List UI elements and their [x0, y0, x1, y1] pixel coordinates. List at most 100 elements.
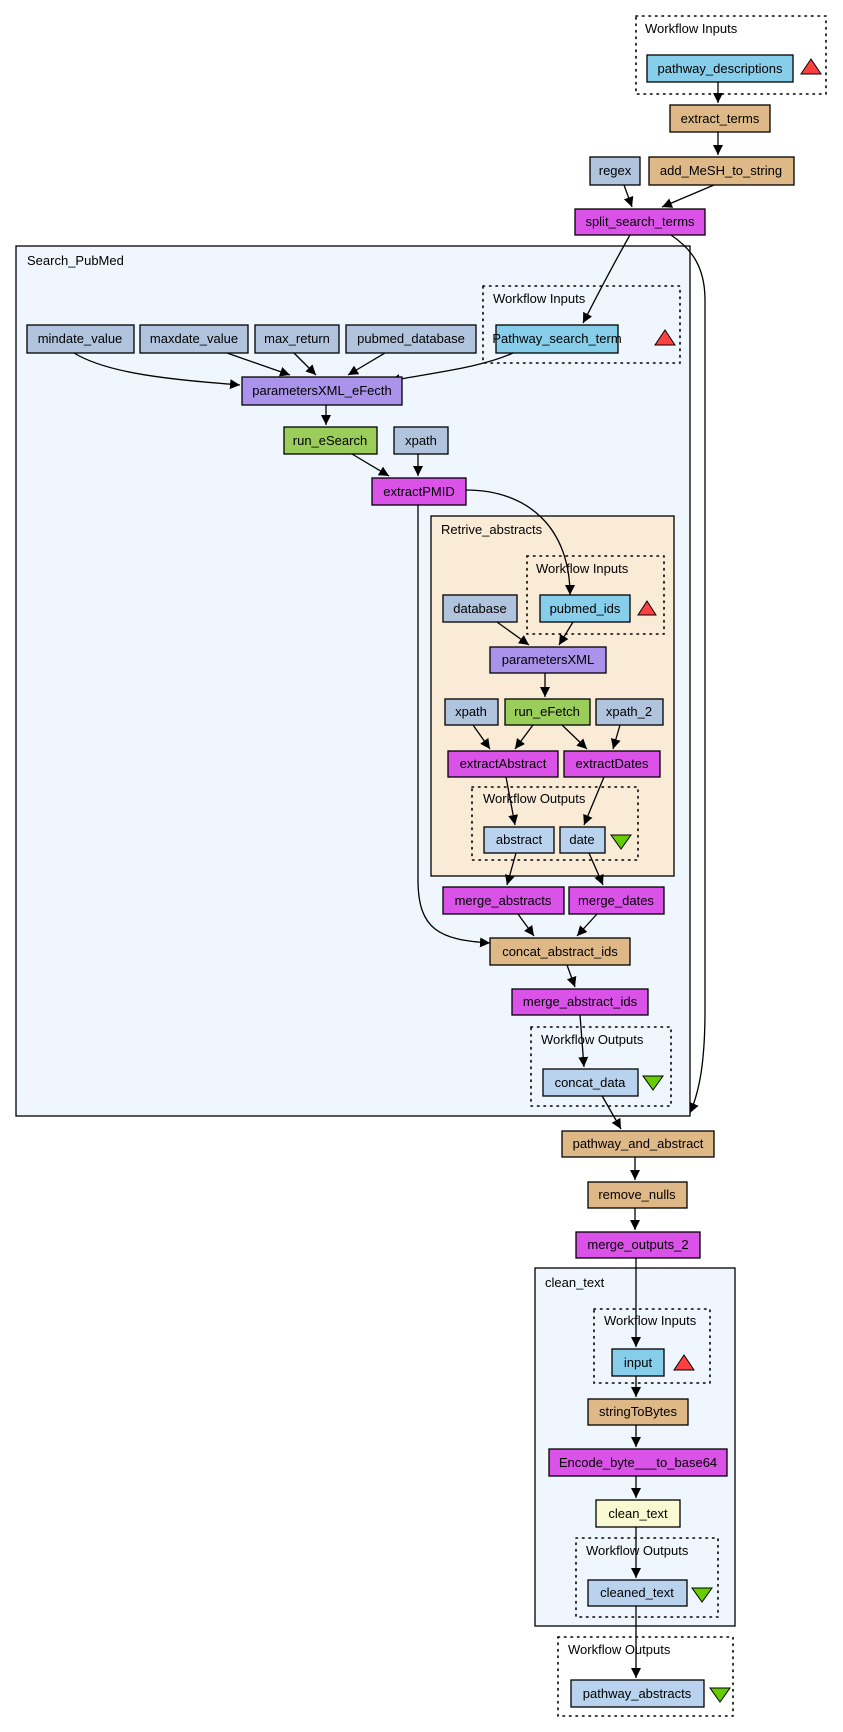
output-port-abstract[interactable]: abstract: [483, 826, 555, 854]
svg-text:clean_text: clean_text: [608, 1506, 668, 1521]
output-triangle-icon: [610, 834, 632, 850]
svg-text:max_return: max_return: [264, 331, 330, 346]
edge: [417, 505, 491, 948]
constant-xpath-2[interactable]: xpath_2: [595, 698, 664, 726]
output-port-concat-data[interactable]: concat_data: [542, 1068, 639, 1097]
constant-maxdate-value[interactable]: maxdate_value: [139, 324, 249, 354]
edge: [583, 776, 605, 826]
constant-pubmed-database[interactable]: pubmed_database: [345, 324, 477, 354]
rest-run-efetch[interactable]: run_eFetch: [504, 698, 591, 726]
svg-text:mindate_value: mindate_value: [38, 331, 123, 346]
svg-text:Workflow Outputs: Workflow Outputs: [483, 791, 586, 806]
cluster-search-pubmed-inputs: Workflow Inputs: [482, 285, 681, 364]
svg-text:Encode_byte___to_base64: Encode_byte___to_base64: [559, 1455, 717, 1470]
text-constant-clean-text[interactable]: clean_text: [595, 1499, 681, 1528]
input-port-pathway-descriptions[interactable]: pathway_descriptions: [646, 54, 794, 83]
constant-xpath[interactable]: xpath: [393, 426, 449, 455]
svg-text:Retrive_abstracts: Retrive_abstracts: [441, 522, 543, 537]
xpath-encode-byte-to-base64[interactable]: Encode_byte___to_base64: [548, 1448, 728, 1477]
svg-text:Workflow Inputs: Workflow Inputs: [604, 1313, 697, 1328]
xpath-merge-dates[interactable]: merge_dates: [568, 886, 665, 915]
svg-text:xpath_2: xpath_2: [606, 704, 652, 719]
constant-mindate-value[interactable]: mindate_value: [26, 324, 135, 354]
svg-text:cleaned_text: cleaned_text: [600, 1585, 674, 1600]
xpath-merge-outputs-2[interactable]: merge_outputs_2: [575, 1231, 701, 1259]
svg-text:Pathway_search_term: Pathway_search_term: [492, 331, 621, 346]
cluster-search-pubmed-outputs: Workflow Outputs: [530, 1026, 672, 1107]
edge: [566, 964, 577, 988]
edge: [576, 913, 598, 937]
svg-text:concat_abstract_ids: concat_abstract_ids: [502, 944, 618, 959]
edge: [623, 184, 634, 208]
svg-text:run_eSearch: run_eSearch: [293, 433, 367, 448]
edge: [389, 352, 514, 384]
constant-xpath-inner[interactable]: xpath: [444, 698, 499, 726]
svg-text:xpath: xpath: [455, 704, 487, 719]
output-port-cleaned-text[interactable]: cleaned_text: [587, 1579, 688, 1607]
edge: [293, 352, 317, 376]
svg-text:pubmed_database: pubmed_database: [357, 331, 465, 346]
svg-text:extractDates: extractDates: [576, 756, 649, 771]
beanshell-add-mesh-to-string[interactable]: add_MeSH_to_string: [648, 156, 795, 186]
svg-text:date: date: [569, 832, 594, 847]
input-port-pathway-search-term[interactable]: Pathway_search_term: [492, 324, 622, 354]
xml-splitter-parametersxml[interactable]: parametersXML: [489, 646, 607, 674]
xpath-extractdates[interactable]: extractDates: [563, 750, 661, 778]
input-port-pubmed-ids[interactable]: pubmed_ids: [539, 594, 631, 623]
edge: [600, 1093, 622, 1130]
xpath-merge-abstracts[interactable]: merge_abstracts: [442, 886, 565, 915]
beanshell-stringtobytes[interactable]: stringToBytes: [587, 1398, 689, 1426]
svg-text:Workflow Outputs: Workflow Outputs: [586, 1543, 689, 1558]
beanshell-pathway-and-abstract[interactable]: pathway_and_abstract: [561, 1130, 715, 1158]
cluster-retrive-abstracts-inputs: Workflow Inputs: [526, 555, 665, 635]
svg-text:Workflow Inputs: Workflow Inputs: [536, 561, 629, 576]
edge: [561, 724, 588, 750]
nodes: pathway_descriptions extract_terms regex…: [26, 54, 795, 1708]
edge: [578, 1014, 589, 1068]
input-triangle-icon: [673, 1354, 695, 1371]
svg-text:merge_abstract_ids: merge_abstract_ids: [523, 994, 638, 1009]
edge: [582, 234, 631, 324]
svg-text:Search_PubMed: Search_PubMed: [27, 253, 124, 268]
xpath-split-search-terms[interactable]: split_search_terms: [574, 208, 706, 236]
svg-text:extractPMID: extractPMID: [383, 484, 455, 499]
edge: [73, 352, 241, 390]
input-port-input[interactable]: input: [611, 1348, 665, 1377]
edge: [351, 453, 390, 477]
edge: [588, 852, 604, 886]
svg-text:clean_text: clean_text: [545, 1275, 605, 1290]
output-port-pathway-abstracts[interactable]: pathway_abstracts: [570, 1679, 705, 1708]
xpath-extractpmid[interactable]: extractPMID: [371, 477, 467, 506]
beanshell-extract-terms[interactable]: extract_terms: [669, 104, 771, 133]
xml-splitter-parametersxml-efecth[interactable]: parametersXML_eFecth: [241, 376, 403, 406]
constant-database[interactable]: database: [442, 594, 518, 623]
cluster-clean-text-outputs: Workflow Outputs: [575, 1537, 719, 1618]
output-port-date[interactable]: date: [559, 826, 606, 854]
rest-run-esearch[interactable]: run_eSearch: [283, 426, 378, 455]
input-triangle-icon: [800, 58, 822, 75]
constant-regex[interactable]: regex: [589, 156, 641, 186]
constant-max-return[interactable]: max_return: [254, 324, 340, 354]
edge: [496, 621, 530, 646]
svg-text:pathway_and_abstract: pathway_and_abstract: [573, 1136, 704, 1151]
xpath-merge-abstract-ids[interactable]: merge_abstract_ids: [511, 988, 649, 1016]
xpath-extractabstract[interactable]: extractAbstract: [447, 750, 559, 778]
edge: [514, 724, 534, 750]
svg-text:database: database: [453, 601, 507, 616]
edge: [611, 724, 621, 750]
svg-text:remove_nulls: remove_nulls: [598, 1187, 676, 1202]
cluster-clean-text-inputs: Workflow Inputs: [593, 1308, 711, 1384]
beanshell-concat-abstract-ids[interactable]: concat_abstract_ids: [489, 937, 631, 966]
edge: [504, 852, 517, 886]
edge: [505, 776, 519, 826]
edge: [347, 352, 386, 376]
svg-text:split_search_terms: split_search_terms: [585, 214, 695, 229]
svg-text:concat_data: concat_data: [555, 1075, 627, 1090]
beanshell-remove-nulls[interactable]: remove_nulls: [587, 1181, 688, 1209]
edge: [670, 234, 706, 1114]
svg-text:stringToBytes: stringToBytes: [599, 1404, 678, 1419]
svg-text:maxdate_value: maxdate_value: [150, 331, 238, 346]
svg-text:regex: regex: [599, 163, 632, 178]
svg-text:parametersXML_eFecth: parametersXML_eFecth: [252, 383, 391, 398]
